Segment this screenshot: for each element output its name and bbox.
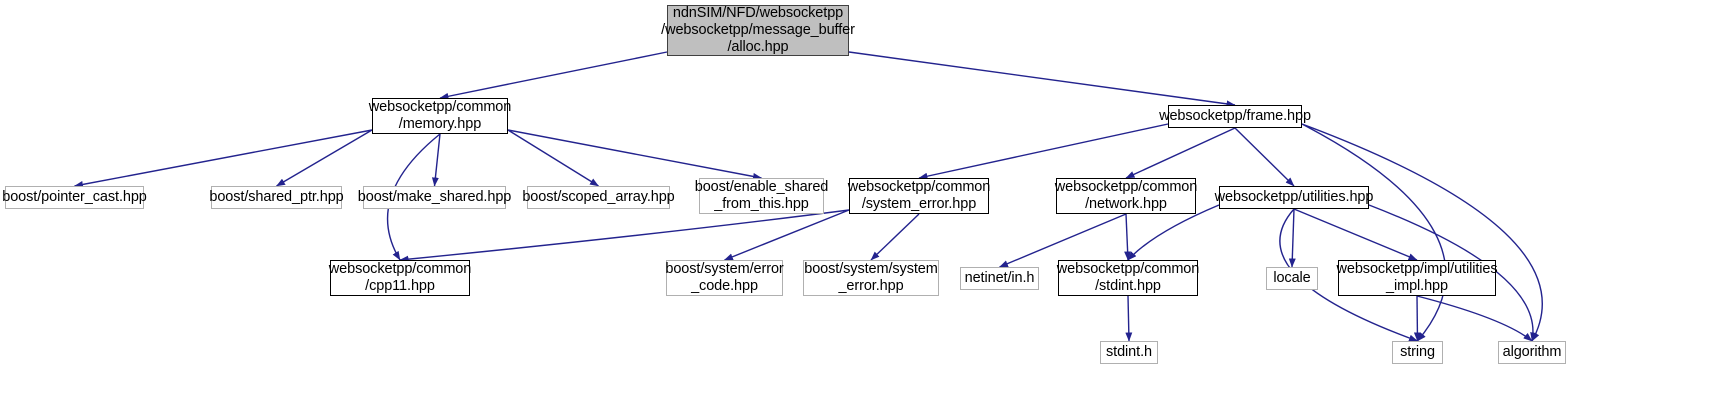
graph-node-label-line: websocketpp/impl/utilities xyxy=(1336,261,1498,277)
graph-node-label-line: websocketpp/common xyxy=(368,99,512,115)
graph-node-label-line: websocketpp/common xyxy=(847,179,991,195)
graph-node-cpp11[interactable]: websocketpp/common/cpp11.hpp xyxy=(328,260,472,296)
graph-edge-utilities-to-locale xyxy=(1288,208,1296,268)
graph-edge-frame-to-network xyxy=(1125,127,1236,179)
graph-node-label-line: boost/system/error xyxy=(665,261,784,277)
graph-node-label-line: /network.hpp xyxy=(1085,196,1167,212)
graph-edge-root-to-frame xyxy=(848,51,1236,108)
graph-edge-root-to-memory xyxy=(439,51,668,100)
graph-node-enable_shared[interactable]: boost/enable_shared_from_this.hpp xyxy=(695,178,828,214)
graph-node-label-line: boost/pointer_cast.hpp xyxy=(2,189,147,205)
graph-edge-memory-to-make_shared xyxy=(431,133,441,187)
graph-node-label-line: /memory.hpp xyxy=(398,116,482,132)
graph-node-frame[interactable]: websocketpp/frame.hpp xyxy=(1159,105,1311,128)
graph-edge-frame-to-system_error_common xyxy=(918,123,1169,180)
graph-node-pointer_cast[interactable]: boost/pointer_cast.hpp xyxy=(2,186,147,209)
graph-node-label-line: boost/shared_ptr.hpp xyxy=(209,189,344,205)
graph-edge-frame-to-utilities xyxy=(1234,127,1295,187)
graph-node-label-line: locale xyxy=(1273,270,1311,286)
graph-node-label-line: boost/scoped_array.hpp xyxy=(522,189,675,205)
graph-node-network[interactable]: websocketpp/common/network.hpp xyxy=(1054,178,1198,214)
graph-node-label-line: ndnSIM/NFD/websocketpp xyxy=(672,5,844,21)
graph-node-sys_system_error[interactable]: boost/system/system_error.hpp xyxy=(803,260,939,296)
graph-node-system_error_common[interactable]: websocketpp/common/system_error.hpp xyxy=(847,178,991,214)
graph-node-label-line: boost/system/system xyxy=(804,261,938,277)
graph-edge-utilities_impl-to-algorithm xyxy=(1416,295,1533,342)
graph-node-string[interactable]: string xyxy=(1392,341,1443,364)
graph-node-label-line: _code.hpp xyxy=(691,278,758,294)
graph-node-label-line: /stdint.hpp xyxy=(1095,278,1161,294)
graph-node-label-line: websocketpp/common xyxy=(328,261,472,277)
graph-node-utilities_impl[interactable]: websocketpp/impl/utilities_impl.hpp xyxy=(1336,260,1498,296)
graph-node-root: ndnSIM/NFD/websocketpp/websocketpp/messa… xyxy=(661,5,855,56)
graph-node-shared_ptr[interactable]: boost/shared_ptr.hpp xyxy=(209,186,344,209)
graph-edge-system_error_common-to-cpp11 xyxy=(399,209,850,263)
graph-node-make_shared[interactable]: boost/make_shared.hpp xyxy=(358,186,511,209)
graph-node-stdint_hpp[interactable]: websocketpp/common/stdint.hpp xyxy=(1056,260,1200,296)
graph-node-label-line: websocketpp/common xyxy=(1056,261,1200,277)
graph-node-label-line: _from_this.hpp xyxy=(714,196,809,212)
graph-node-label-line: websocketpp/common xyxy=(1054,179,1198,195)
graph-edge-system_error_common-to-sys_error_code xyxy=(724,209,850,261)
graph-node-label-line: /websocketpp/message_buffer xyxy=(661,22,855,38)
graph-edge-frame-to-algorithm xyxy=(1301,123,1543,342)
graph-node-label-line: websocketpp/utilities.hpp xyxy=(1214,189,1374,205)
graph-edge-network-to-stdint_hpp xyxy=(1124,213,1132,261)
graph-edge-memory-to-pointer_cast xyxy=(74,129,373,188)
graph-node-algorithm[interactable]: algorithm xyxy=(1498,341,1566,364)
graph-edge-memory-to-shared_ptr xyxy=(276,129,373,187)
graph-edge-utilities-to-utilities_impl xyxy=(1293,208,1418,261)
graph-node-label-line: boost/enable_shared xyxy=(694,179,829,195)
graph-edge-frame-to-string xyxy=(1301,123,1447,342)
graph-node-memory[interactable]: websocketpp/common/memory.hpp xyxy=(368,98,512,134)
graph-edge-memory-to-scoped_array xyxy=(507,129,599,187)
graph-node-label-line: /system_error.hpp xyxy=(861,196,977,212)
graph-node-label-line: _impl.hpp xyxy=(1386,278,1448,294)
graph-edge-system_error_common-to-sys_system_error xyxy=(870,213,920,261)
graph-node-stdint_h[interactable]: stdint.h xyxy=(1100,341,1158,364)
graph-edge-stdint_hpp-to-stdint_h xyxy=(1125,295,1133,342)
graph-edge-utilities_impl-to-string xyxy=(1413,295,1421,342)
graph-node-label-line: boost/make_shared.hpp xyxy=(357,189,512,205)
graph-node-label-line: algorithm xyxy=(1502,344,1562,360)
graph-node-scoped_array[interactable]: boost/scoped_array.hpp xyxy=(522,186,675,209)
graph-node-label-line: websocketpp/frame.hpp xyxy=(1159,108,1311,124)
graph-node-netinet_in[interactable]: netinet/in.h xyxy=(960,267,1039,290)
graph-node-sys_error_code[interactable]: boost/system/error_code.hpp xyxy=(665,260,784,296)
graph-node-label-line: netinet/in.h xyxy=(964,270,1035,286)
graph-node-locale[interactable]: locale xyxy=(1266,267,1318,290)
graph-node-utilities[interactable]: websocketpp/utilities.hpp xyxy=(1215,186,1373,209)
graph-node-label-line: /cpp11.hpp xyxy=(365,278,435,294)
graph-node-label-line: string xyxy=(1400,344,1435,360)
graph-node-label-line: /alloc.hpp xyxy=(727,39,789,55)
graph-node-label-line: _error.hpp xyxy=(838,278,904,294)
graph-edge-memory-to-enable_shared xyxy=(507,129,762,180)
graph-node-label-line: stdint.h xyxy=(1106,344,1152,360)
